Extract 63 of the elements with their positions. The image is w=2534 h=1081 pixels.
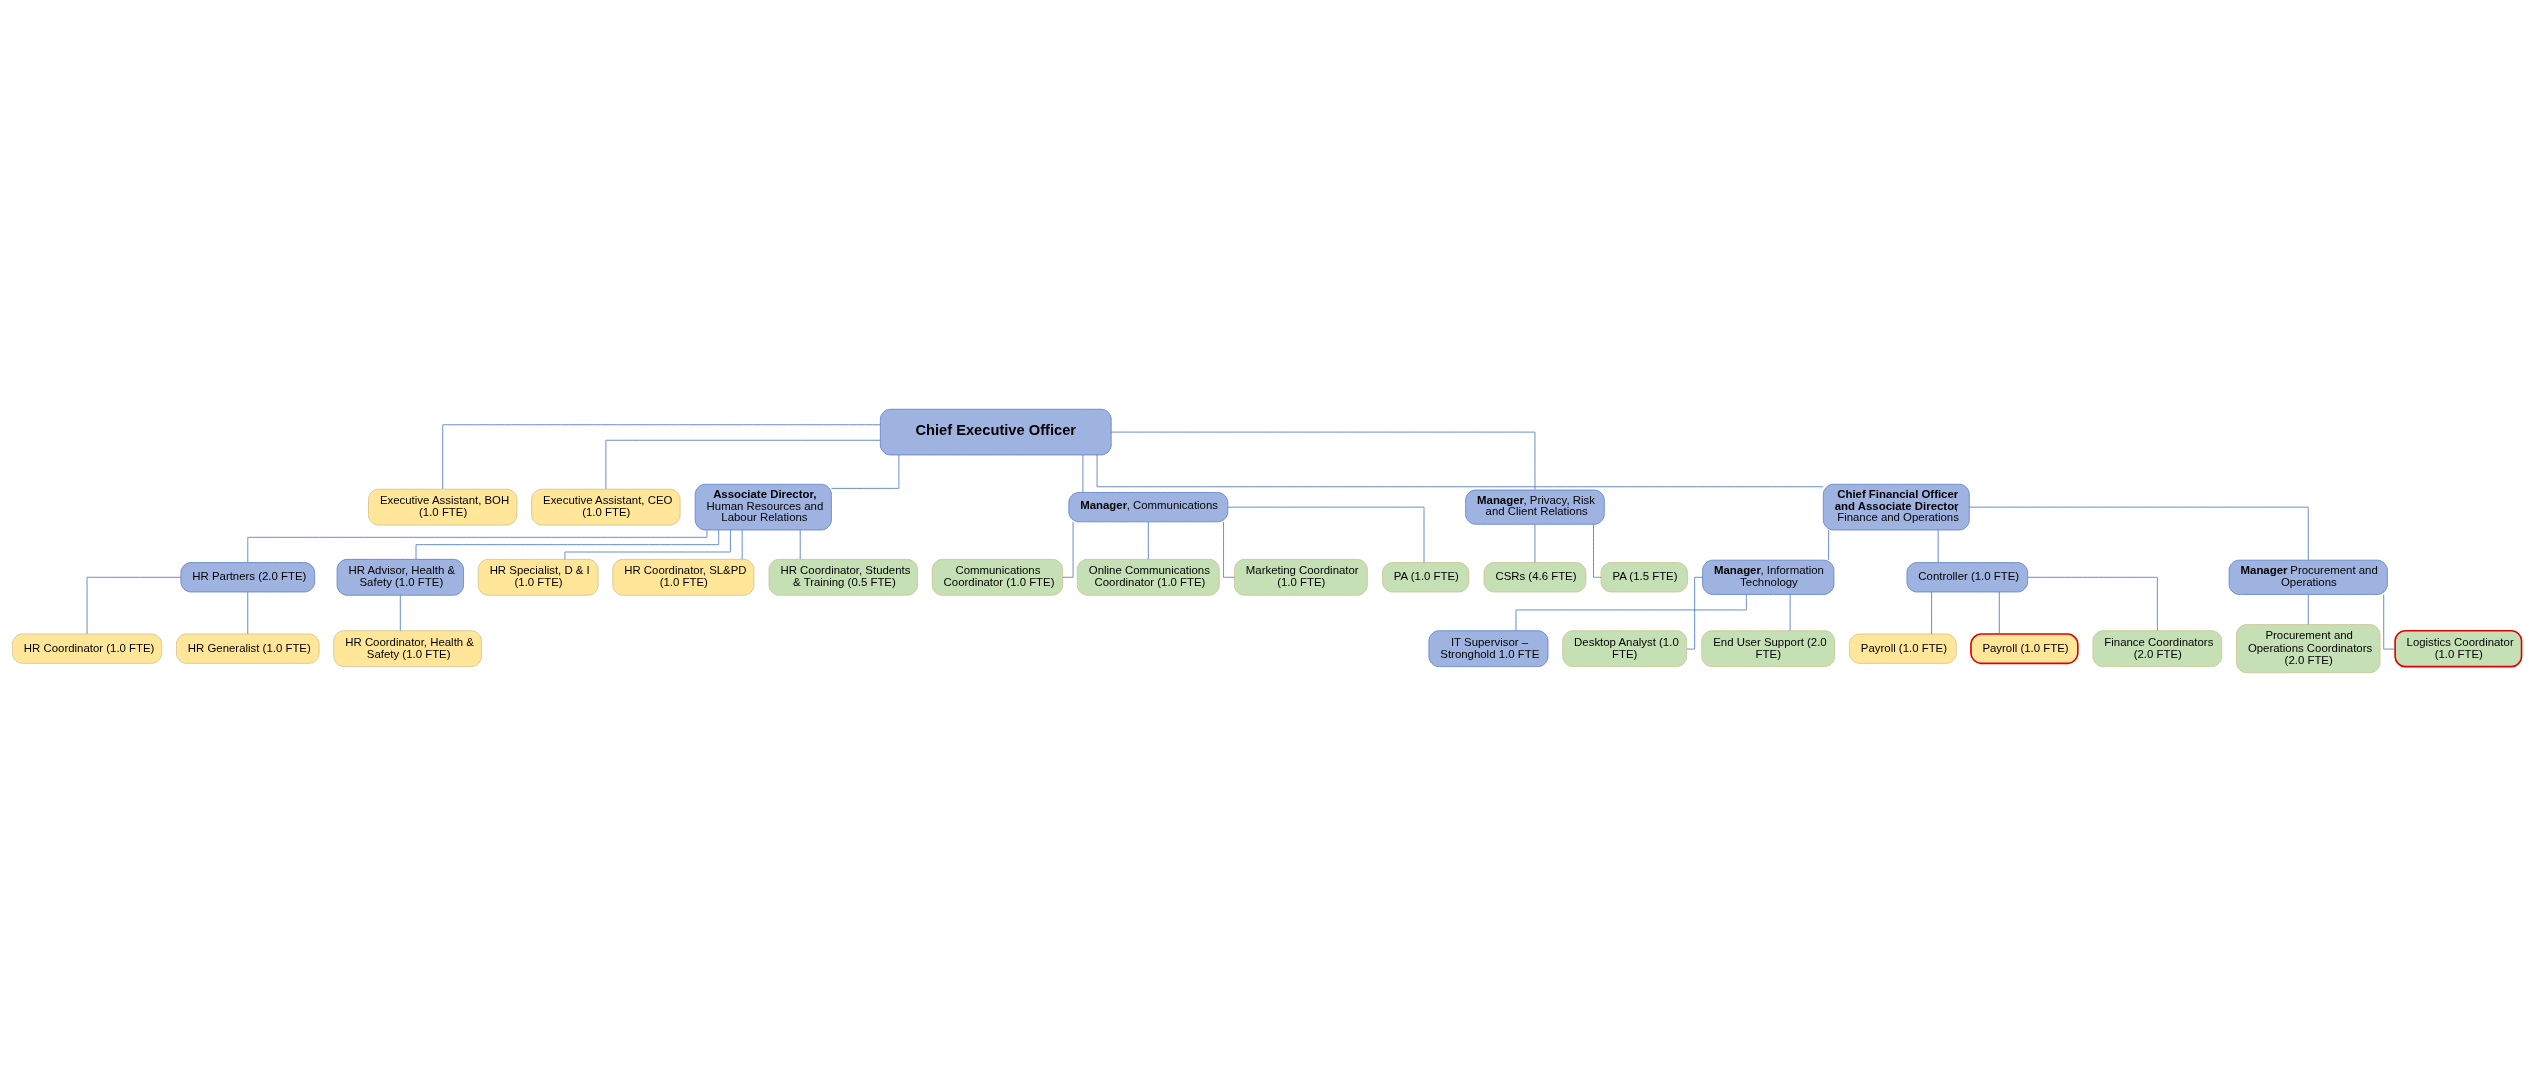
node-box: Payroll (1.0 FTE) <box>1970 632 2079 664</box>
node-box: Payroll (1.0 FTE) <box>1849 633 1957 664</box>
node-box: Executive Assistant, BOH (1.0 FTE) <box>368 488 518 525</box>
connector <box>1998 591 2000 634</box>
connector <box>415 529 720 559</box>
connector <box>831 454 900 489</box>
node-box: Chief Financial Officer and Associate Director, Finance and Operations <box>1822 483 1970 530</box>
connector <box>1789 593 1791 631</box>
node-box: Manager, Information Technology <box>1702 559 1835 595</box>
connector <box>1937 529 1939 563</box>
connector <box>564 529 731 560</box>
node-box: Desktop Analyst (1.0 FTE) <box>1562 629 1688 667</box>
connector <box>1515 593 1747 631</box>
connector <box>799 529 801 560</box>
node-box: HR Coordinator, SL&PD (1.0 FTE) <box>612 558 755 596</box>
node-box: Logistics Coordinator (1.0 FTE) <box>2394 629 2523 667</box>
node-box: Communications Coordinator (1.0 FTE) <box>931 558 1064 596</box>
node-box: Manager, Privacy, Risk and Client Relations <box>1465 489 1605 525</box>
connector <box>1227 506 1425 563</box>
node-box: Marketing Coordinator (1.0 FTE) <box>1233 558 1368 596</box>
node-box: HR Coordinator (1.0 FTE) <box>12 633 163 664</box>
connector <box>399 594 401 631</box>
node-box: HR Generalist (1.0 FTE) <box>176 633 320 664</box>
node-box: Finance Coordinators (2.0 FTE) <box>2092 629 2223 667</box>
node-box: CSRs (4.6 FTE) <box>1483 561 1587 592</box>
node-box: Procurement and Operations Coordinators (2.0 FTE) <box>2236 623 2381 673</box>
connector <box>605 439 881 489</box>
node-box: HR Specialist, D & I (1.0 FTE) <box>477 558 599 596</box>
connector <box>1062 521 1074 578</box>
node-box: PA (1.0 FTE) <box>1382 561 1470 592</box>
node-box: Controller (1.0 FTE) <box>1906 561 2029 592</box>
connector <box>1147 521 1149 560</box>
connector <box>247 529 708 563</box>
connector <box>1534 523 1536 563</box>
node-box: Manager Procurement and Operations <box>2228 559 2388 595</box>
connector <box>1931 591 1932 634</box>
node-box: IT Supervisor – Stronghold 1.0 FTE <box>1428 629 1549 667</box>
node-box: PA (1.5 FTE) <box>1600 561 1688 592</box>
node-box: Executive Assistant, CEO (1.0 FTE) <box>531 488 681 525</box>
node-box: End User Support (2.0 FTE) <box>1701 629 1836 667</box>
node-box: Manager, Communications <box>1068 491 1229 522</box>
connector <box>1096 454 1824 487</box>
node-box: HR Coordinator, Health & Safety (1.0 FTE) <box>333 629 482 667</box>
connector <box>1223 521 1235 578</box>
connector <box>1082 454 1084 493</box>
connector <box>86 576 182 634</box>
connector <box>1828 529 1830 560</box>
node-box: HR Coordinator, Students & Training (0.5 FTE) <box>768 558 918 596</box>
node-box: Online Communications Coordinator (1.0 FTE) <box>1076 558 1220 596</box>
node-box: HR Partners (2.0 FTE) <box>180 561 316 592</box>
connector <box>1969 506 2309 560</box>
connector <box>2383 593 2396 649</box>
connector <box>2307 593 2309 625</box>
connector <box>247 591 249 634</box>
connector <box>1111 431 1536 490</box>
connector <box>741 529 743 560</box>
node-box: Chief Executive Officer <box>879 408 1112 455</box>
node-box: HR Advisor, Health & Safety (1.0 FTE) <box>336 558 464 596</box>
connector <box>442 423 881 489</box>
node-box: Associate Director, Human Resources and Labour Relations <box>694 483 832 530</box>
connector <box>1686 576 1703 649</box>
connector <box>2027 576 2158 631</box>
connector <box>1593 523 1602 578</box>
